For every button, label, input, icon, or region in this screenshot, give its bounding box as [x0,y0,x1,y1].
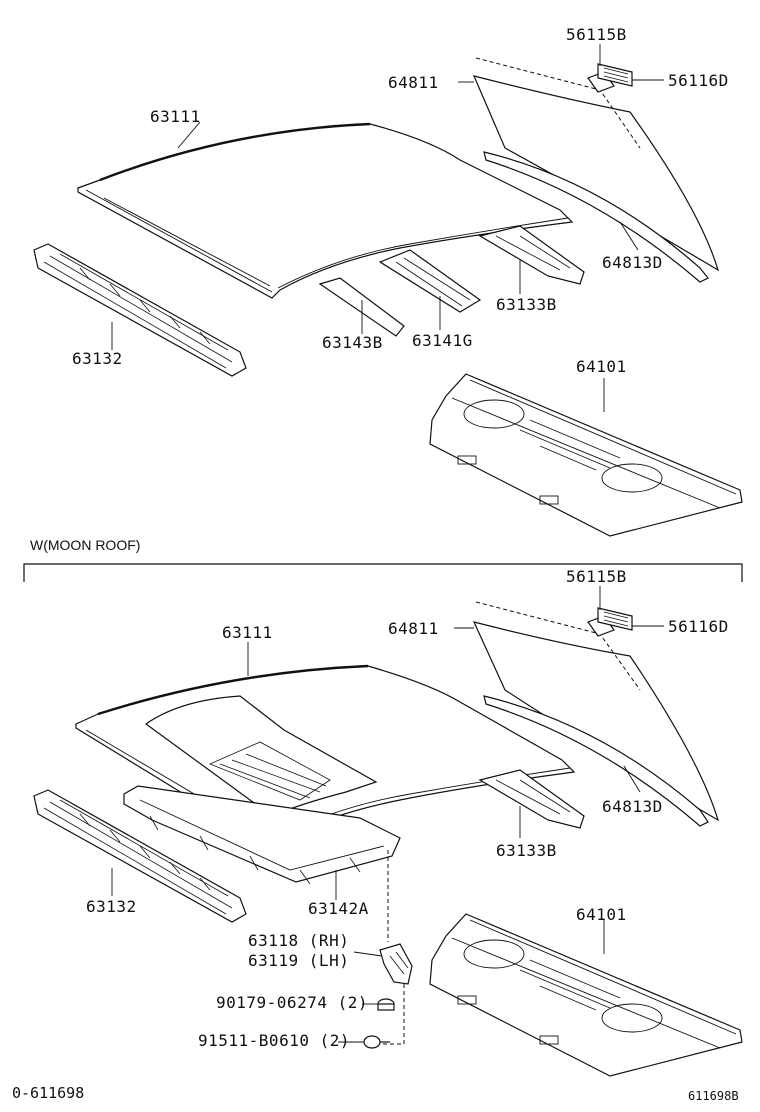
label-90179: 90179-06274 (2) [216,993,368,1012]
label-91511: 91511-B0610 (2) [198,1031,350,1050]
label-64101-top: 64101 [576,357,627,376]
label-63132-moonroof: 63132 [86,897,137,916]
label-63118: 63118 (RH) [248,931,349,950]
leader-64813d-moonroof [623,765,641,793]
clips-top [587,63,633,93]
moonroof-frame [123,785,401,885]
label-64101-moonroof: 64101 [576,905,627,924]
section-heading-moonroof: W(MOON ROOF) [30,537,140,553]
footer-left-code: 0-611698 [12,1084,84,1102]
label-64811-moonroof: 64811 [388,619,439,638]
label-56116d-moonroof: 56116D [668,617,729,636]
label-63143b-top: 63143B [322,333,383,352]
label-64813d-top: 64813D [602,253,663,272]
moulding-moonroof [483,695,709,827]
mount-line-lower [380,984,405,1045]
reinf-front-top [33,243,247,377]
label-64813d-moonroof: 64813D [602,797,663,816]
label-56115b-moonroof: 56115B [566,567,627,586]
clips-moonroof [587,607,633,637]
moonroof-section: 63111 64811 56115B 56116D 64813D 63133B … [33,567,743,1077]
label-63111-moonroof: 63111 [222,623,273,642]
roof-panel-top [77,122,574,299]
label-63119: 63119 (LH) [248,951,349,970]
leader-roof-top [177,121,201,149]
label-63133b-moonroof: 63133B [496,841,557,860]
label-63141g-top: 63141G [412,331,473,350]
nut-part [377,998,395,1011]
leader-64813d-top [619,221,639,251]
top-section: 63111 64811 56115B 56116D 64813D 63133B … [33,25,743,537]
package-tray-moonroof [429,913,743,1077]
label-64811-top: 64811 [388,73,439,92]
label-63133b-top: 63133B [496,295,557,314]
reinforcement-rear-moonroof [478,769,585,829]
label-63111-top: 63111 [150,107,201,126]
label-56116d-top: 56116D [668,71,729,90]
footer-right-code: 611698B [688,1089,739,1103]
bracket-moonroof [379,943,413,985]
reinf-front-moonroof [33,789,247,923]
moulding-top [483,151,709,283]
bolt-part [363,1035,390,1049]
label-63132-top: 63132 [72,349,123,368]
package-tray-top [429,373,743,537]
moonroof-section-frame: W(MOON ROOF) [23,537,743,582]
label-56115b-top: 56115B [566,25,627,44]
label-63142a: 63142A [308,899,369,918]
leader-bracket [353,951,383,957]
